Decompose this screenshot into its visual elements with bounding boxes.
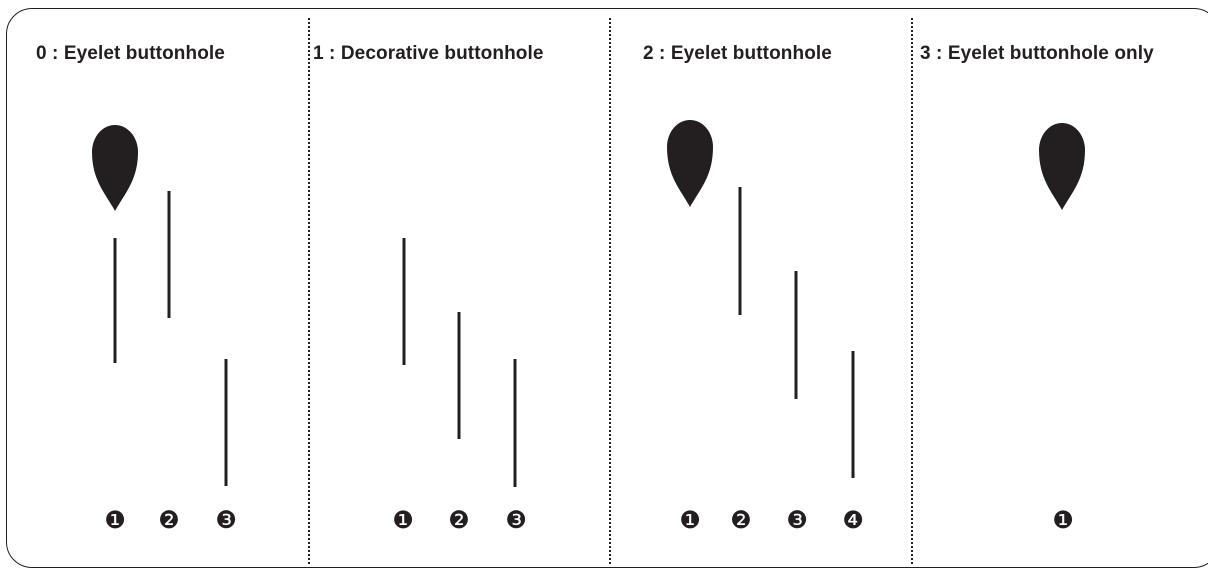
panel-divider-2 <box>609 18 611 564</box>
step-marker-panel-1-2: ❷ <box>448 506 470 534</box>
eyelet-panel-2 <box>667 120 713 207</box>
step-marker-panel-3-1: ❶ <box>1052 506 1074 534</box>
step-marker-panel-1-3: ❸ <box>505 506 527 534</box>
panel-divider-1 <box>308 18 310 564</box>
panel-2-title: 2 : Eyelet buttonhole <box>643 43 832 64</box>
step-marker-panel-2-2: ❷ <box>730 506 752 534</box>
panel-divider-3 <box>911 18 913 564</box>
panel-3-title: 3 : Eyelet buttonhole only <box>920 43 1154 64</box>
step-marker-panel-2-4: ❹ <box>842 506 864 534</box>
panel-1-title: 1 : Decorative buttonhole <box>313 43 544 64</box>
step-marker-panel-0-1: ❶ <box>104 506 126 534</box>
step-marker-panel-0-2: ❷ <box>158 506 180 534</box>
step-marker-panel-2-1: ❶ <box>679 506 701 534</box>
diagram-frame <box>6 8 1208 568</box>
eyelet-panel-0 <box>92 125 138 211</box>
step-marker-panel-1-1: ❶ <box>392 506 414 534</box>
step-marker-panel-0-3: ❸ <box>215 506 237 534</box>
eyelet-panel-3 <box>1039 123 1085 210</box>
step-marker-panel-2-3: ❸ <box>786 506 808 534</box>
panel-0-title: 0 : Eyelet buttonhole <box>36 43 225 64</box>
